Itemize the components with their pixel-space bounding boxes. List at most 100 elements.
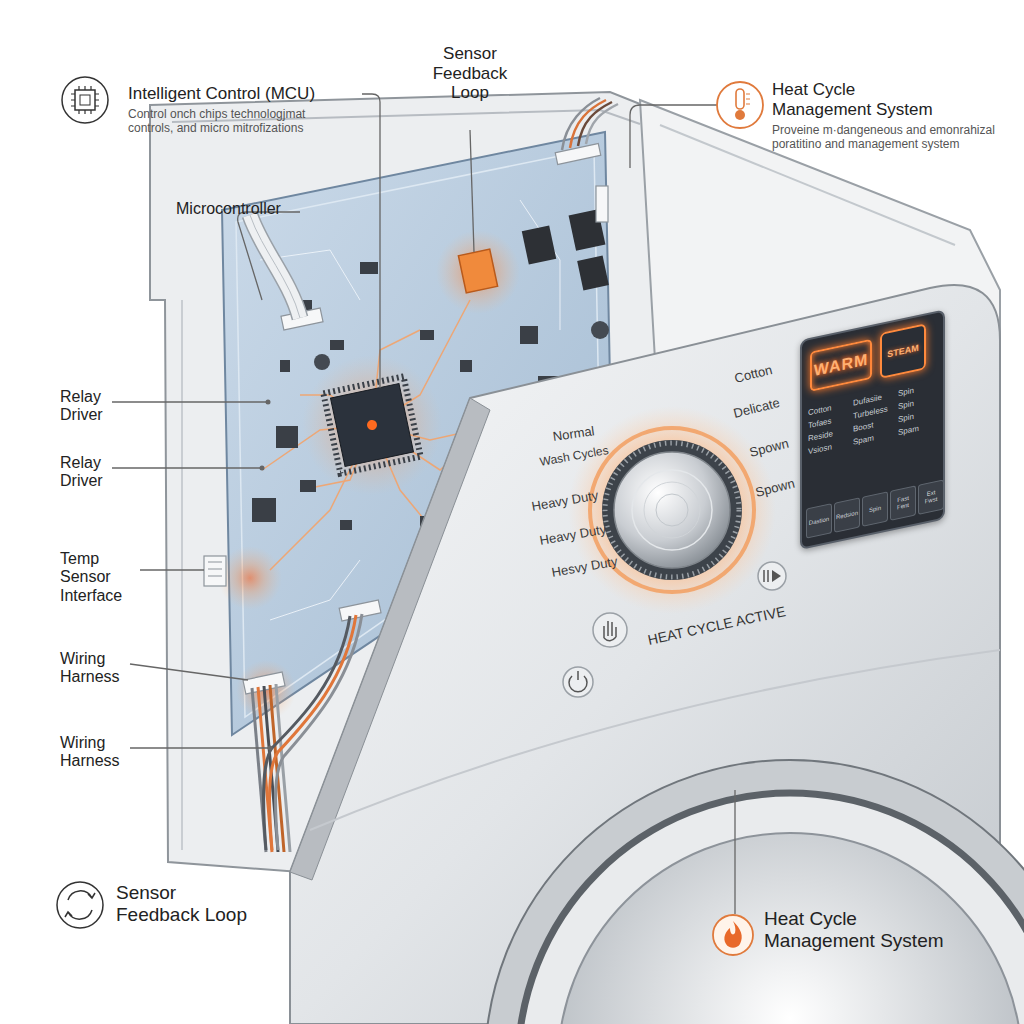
button-label: Spin <box>868 503 882 515</box>
smd-component <box>252 498 276 522</box>
part-label: Relay Driver <box>60 454 130 491</box>
button-label: Dastion <box>808 514 830 528</box>
leader-lines <box>112 467 262 468</box>
chip-icon <box>75 90 95 110</box>
text-area: WARM <box>812 341 870 389</box>
panel-button: Fast Fent <box>890 485 916 521</box>
panel-button: Ext Fwst <box>918 479 944 515</box>
smd-component <box>280 360 290 372</box>
microcontroller-chip <box>323 376 420 473</box>
control-button <box>593 613 627 647</box>
chip-icon <box>71 86 99 114</box>
section-heading: Sensor Feedback Loop <box>116 882 256 926</box>
cycle-dial <box>602 440 742 580</box>
relay <box>577 256 609 291</box>
cycle-dial <box>632 470 712 550</box>
panel-text: Spin <box>898 378 943 401</box>
callout-body: Proveine m·dangeneous and emonrahizal po… <box>772 124 1012 152</box>
cycle-icon <box>57 882 103 928</box>
thermometer-icon <box>717 82 763 128</box>
flame-icon <box>724 921 741 948</box>
dial-label: Spown <box>748 437 790 461</box>
smd-component <box>276 426 298 448</box>
smd-component <box>300 480 316 492</box>
thermometer-icon <box>717 82 763 128</box>
connector-pin <box>208 576 222 577</box>
text-area: Ext Fwst <box>919 481 943 514</box>
flame-icon <box>713 915 753 955</box>
ribbon-cable <box>250 215 300 318</box>
cycle-icon <box>65 912 72 917</box>
text-area: CottonDufasiieSpinTofaesTurbelessSpinRes… <box>808 378 943 459</box>
wire <box>578 102 612 146</box>
part-label: Wiring Harness <box>60 650 135 687</box>
smd-component <box>520 326 538 344</box>
dial-label: Wash Cycles <box>539 444 610 470</box>
cycle-dial <box>614 452 730 568</box>
dial-label: Spown <box>754 477 796 501</box>
ribbon-cable <box>250 215 300 318</box>
part-label: Relay Driver <box>60 388 130 425</box>
door <box>485 760 1024 1024</box>
dial-label: Cotton <box>733 363 774 387</box>
wire <box>586 104 618 144</box>
control-button <box>764 570 768 582</box>
callout-heading: Sensor Feedback Loop <box>420 44 520 103</box>
leader-lines <box>130 747 270 748</box>
part-label: Microcontroller <box>176 200 281 218</box>
text-area: Fast Fent <box>891 487 915 520</box>
door <box>485 760 1024 1024</box>
smd-component <box>330 340 344 350</box>
steam-indicator: STEAM <box>880 323 926 379</box>
thermometer-icon <box>735 110 745 120</box>
leader-lines <box>266 400 271 405</box>
cycle-dial <box>568 406 776 614</box>
microcontroller-chip <box>330 383 413 466</box>
leader-lines <box>260 466 265 471</box>
callout-heading: Heat Cycle Management System <box>772 80 942 119</box>
panel-button: Dastion <box>806 503 832 539</box>
connector <box>596 186 608 222</box>
text-area: Redsion <box>835 498 859 531</box>
smd-component <box>460 360 472 372</box>
door <box>558 833 1022 1024</box>
capacitor <box>314 354 330 370</box>
dial-label: Heavy Duty <box>539 522 608 548</box>
panel-text: Cotton <box>808 397 853 420</box>
dial-label: Delicate <box>732 396 781 422</box>
dial-label: Normal <box>552 424 596 445</box>
control-button <box>563 667 593 697</box>
thermometer-icon <box>736 89 744 109</box>
chip-icon <box>80 95 90 105</box>
relay-glow <box>436 230 520 314</box>
flame-icon <box>713 915 753 955</box>
chip-icon <box>62 77 108 123</box>
leader-lines <box>140 569 204 570</box>
status-text: HEAT CYCLE ACTIVE <box>646 603 787 648</box>
callout-heading: Intelligent Control (MCU) <box>128 84 315 104</box>
connector <box>204 556 226 586</box>
indicator-text: WARM <box>814 350 869 380</box>
control-button <box>772 570 781 582</box>
cycle-icon <box>57 882 103 928</box>
text-area: Spin <box>863 493 887 526</box>
panel-button: Redsion <box>834 497 860 533</box>
part-label: Temp Sensor Interface <box>60 550 140 605</box>
cabinet-frame-line <box>181 300 183 850</box>
relay <box>458 249 497 293</box>
section-heading: Heat Cycle Management System <box>764 908 954 952</box>
connector-pin <box>208 562 222 576</box>
panel-button: Spin <box>862 491 888 527</box>
sensor-glow <box>218 546 282 610</box>
control-button <box>563 562 786 697</box>
leader-lines <box>268 746 273 751</box>
relay <box>522 225 556 264</box>
part-label: Wiring Harness <box>60 734 135 771</box>
dial-label: Heavy Duty <box>531 488 600 514</box>
control-button <box>604 621 616 641</box>
button-label: Ext Fwst <box>919 487 943 508</box>
microcontroller-chip <box>366 419 378 431</box>
text-area: STEAM <box>882 326 924 377</box>
leader-lines <box>130 664 248 680</box>
leader-lines <box>362 94 380 388</box>
